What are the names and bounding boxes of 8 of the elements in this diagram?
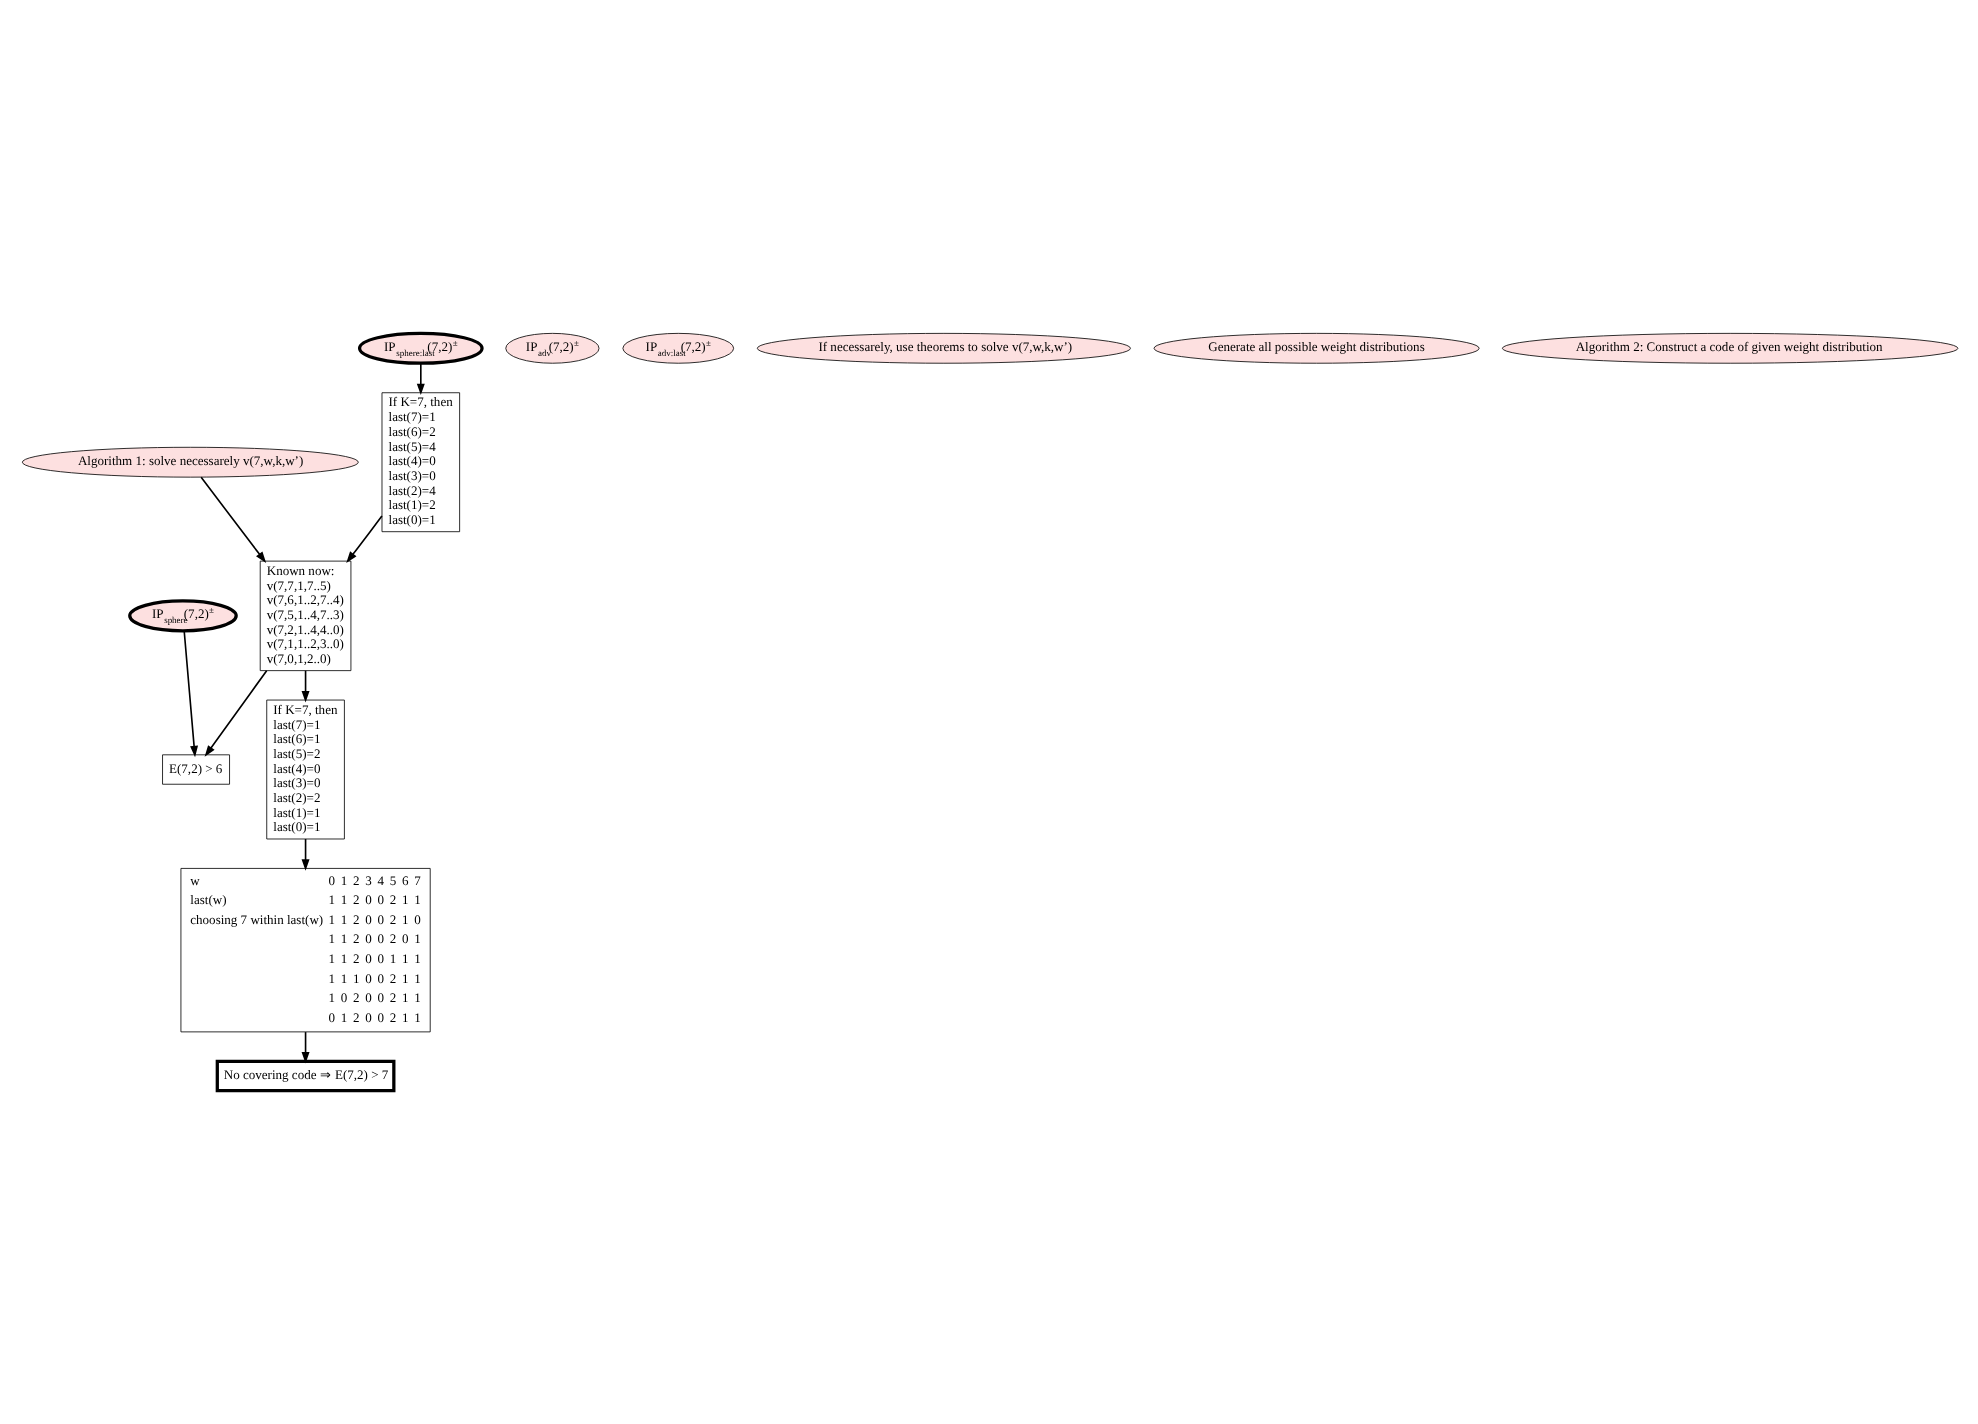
arrow — [300, 838, 309, 871]
arrow — [203, 669, 267, 757]
arrow — [182, 630, 198, 758]
arrow — [300, 669, 309, 703]
arrow — [345, 515, 382, 563]
arrow — [300, 1031, 309, 1064]
arrow — [415, 362, 424, 396]
arrow — [199, 476, 266, 564]
